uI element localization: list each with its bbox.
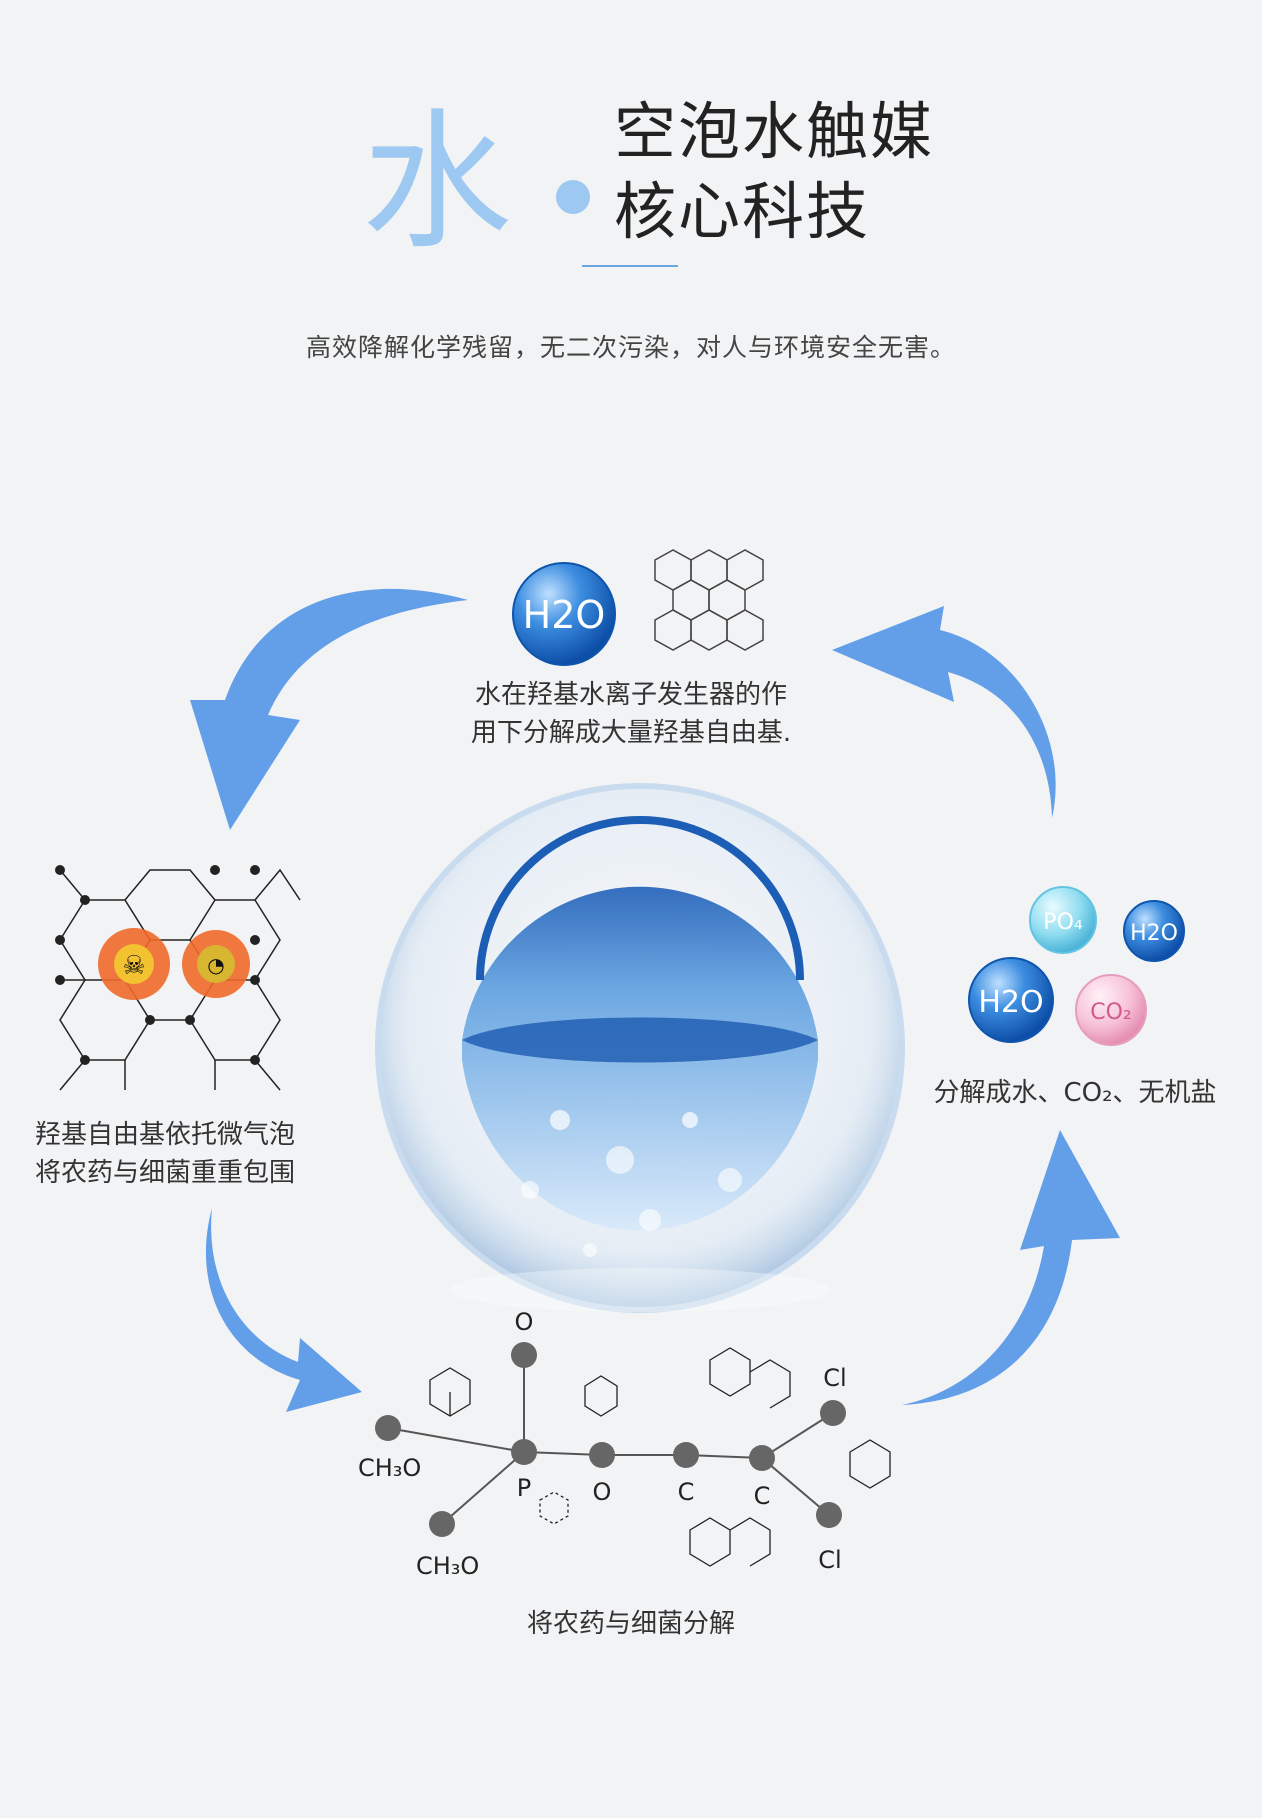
svg-text:PO₄: PO₄	[1043, 910, 1083, 935]
pesticide-atoms	[375, 1342, 846, 1537]
label-c1: C	[678, 1478, 695, 1506]
caption-step-right: 分解成水、CO₂、无机盐	[895, 1074, 1255, 1112]
pollutant-cluster-2: ◔	[182, 930, 250, 998]
label-ch3o-b: CH₃O	[416, 1552, 479, 1580]
caption-right-line-1: 分解成水、CO₂、无机盐	[933, 1078, 1217, 1108]
label-cl-top: Cl	[823, 1364, 846, 1392]
caption-left-line-1: 羟基自由基依托微气泡	[34, 1120, 295, 1150]
svg-text:☠: ☠	[122, 951, 145, 981]
svg-text:◔: ◔	[207, 953, 224, 977]
page-title: 空泡水触媒 核心科技	[614, 92, 934, 252]
svg-text:H2O: H2O	[978, 985, 1043, 1020]
caption-step-bottom: 将农药与细菌分解	[0, 1605, 1262, 1643]
arrow-bottom-right	[902, 1130, 1120, 1405]
hero-water-character: 水	[362, 96, 513, 270]
pollutant-cluster-1: ☠	[98, 928, 170, 1000]
caption-top-line-1: 水在羟基水离子发生器的作	[474, 680, 787, 710]
h2o-molecule-top: H2O	[512, 562, 616, 666]
h2o-molecule-small: H2O	[1123, 900, 1185, 962]
caption-step-left: 羟基自由基依托微气泡 将农药与细菌重重包围	[0, 1116, 330, 1192]
caption-top-line-2: 用下分解成大量羟基自由基.	[470, 718, 792, 748]
title-line-1: 空泡水触媒	[614, 95, 935, 168]
caption-left-line-2: 将农药与细菌重重包围	[34, 1158, 295, 1188]
caption-bottom-line-1: 将农药与细菌分解	[526, 1609, 735, 1639]
h2o-molecule-large: H2O	[968, 957, 1054, 1043]
svg-text:H2O: H2O	[523, 593, 606, 637]
po4-molecule: PO₄	[1029, 886, 1097, 954]
arrow-top-right	[832, 606, 1056, 818]
lattice-left-nodes	[55, 865, 260, 1065]
water-sphere-illustration	[375, 783, 905, 1313]
label-p: P	[517, 1474, 531, 1502]
caption-step-top: 水在羟基水离子发生器的作 用下分解成大量羟基自由基.	[0, 676, 1262, 752]
label-ch3o-a: CH₃O	[358, 1454, 421, 1482]
svg-text:CO₂: CO₂	[1090, 1000, 1132, 1025]
co2-molecule: CO₂	[1075, 974, 1147, 1046]
label-c2: C	[754, 1482, 771, 1510]
lattice-left	[59, 868, 301, 1091]
pesticide-structure	[387, 1355, 834, 1525]
arrow-bottom-left	[205, 1208, 362, 1412]
title-underline	[582, 265, 678, 267]
label-o-top: O	[515, 1308, 534, 1336]
svg-text:H2O: H2O	[1130, 921, 1178, 946]
label-cl-bottom: Cl	[818, 1546, 841, 1574]
pesticide-rings	[429, 1347, 891, 1567]
label-o-mid: O	[593, 1478, 612, 1506]
title-line-2: 核心科技	[614, 175, 871, 248]
subtitle: 高效降解化学残留，无二次污染，对人与环境安全无害。	[305, 333, 956, 362]
arrow-top-left	[190, 588, 468, 830]
title-dot	[556, 180, 590, 214]
hex-lattice-top	[654, 549, 764, 651]
